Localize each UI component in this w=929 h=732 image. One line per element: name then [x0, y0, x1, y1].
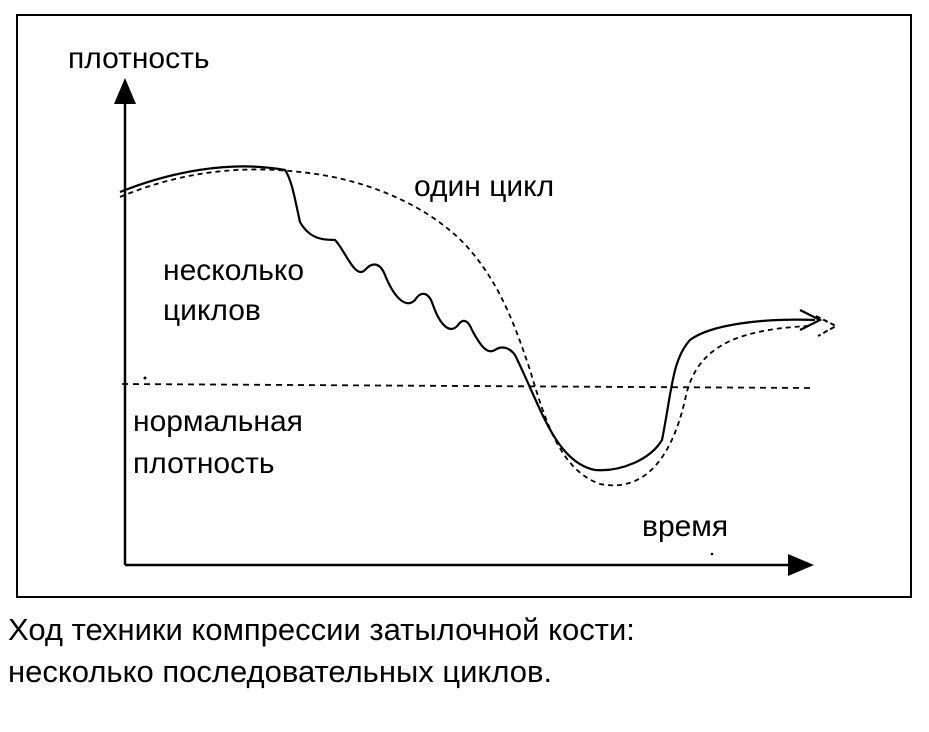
- caption-line2: несколько последовательных циклов.: [8, 654, 553, 689]
- one-cycle-curve: [119, 168, 809, 487]
- normal-density-label-line2: плотность: [133, 447, 275, 480]
- diagram-frame: [16, 14, 912, 598]
- x-axis-label: время: [642, 510, 729, 543]
- several-cycles-label-line2: циклов: [163, 294, 261, 327]
- normal-density-line: [121, 383, 811, 389]
- y-axis-label: плотность: [68, 42, 210, 75]
- caption-line1: Ход техники компрессии затылочной кости:: [8, 612, 635, 647]
- stray-dot-2: [710, 552, 714, 556]
- x-axis-arrowhead: [788, 554, 814, 576]
- several-cycles-label-line1: несколько: [163, 254, 305, 287]
- one-cycle-label: один цикл: [414, 170, 555, 203]
- stray-dot: [143, 376, 147, 380]
- several-cycles-curve: [119, 165, 816, 472]
- y-axis-arrowhead: [114, 78, 136, 104]
- normal-density-label-line1: нормальная: [133, 405, 303, 438]
- one-cycle-arrowhead: [815, 315, 839, 337]
- several-cycles-arrowhead: [799, 309, 823, 331]
